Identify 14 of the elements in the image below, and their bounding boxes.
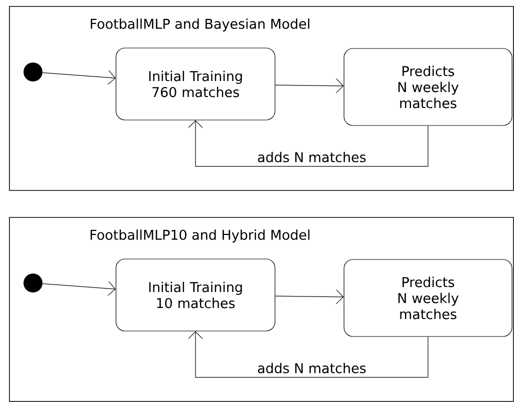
arrow <box>188 120 428 167</box>
initial-state-dot <box>24 274 42 292</box>
arrow <box>42 281 116 296</box>
initial-state-dot <box>24 62 42 82</box>
arrow <box>275 78 344 94</box>
state-box: Initial Training 760 matches <box>116 48 276 120</box>
edge-label: adds N matches <box>256 150 368 164</box>
state-box: Predicts N weekly matches <box>344 259 512 337</box>
arrow <box>275 290 344 304</box>
arrow <box>42 70 116 85</box>
state-box: Initial Training 10 matches <box>116 258 276 332</box>
state-box: Predicts N weekly matches <box>344 48 512 126</box>
edge-label: adds N matches <box>256 362 368 374</box>
arrow <box>188 331 428 378</box>
